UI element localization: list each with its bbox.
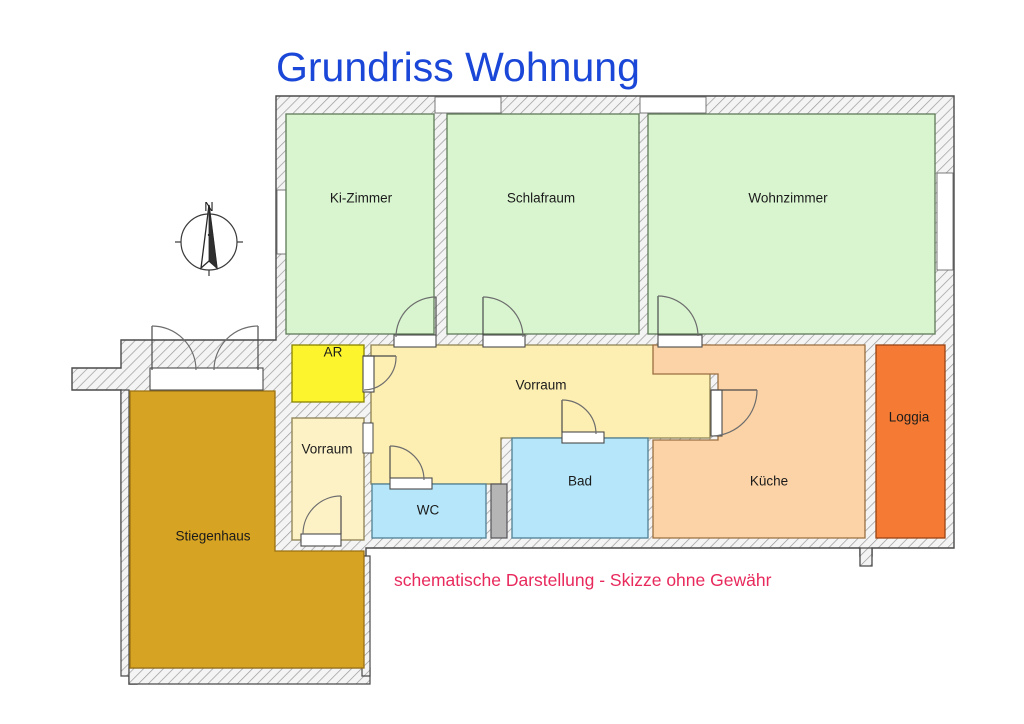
room-kueche[interactable] [652,344,866,539]
door-symbols [149,295,758,547]
door-wohnzimmer [657,295,703,348]
room-label-wohnzimmer: Wohnzimmer [748,191,828,206]
door-entrance-double [149,325,264,391]
room-label-schlafraum: Schlafraum [507,191,575,206]
room-areas [129,113,946,669]
wall-notch-bottom-right [859,547,873,567]
room-label-ki-zimmer: Ki-Zimmer [330,191,393,206]
door-schlafraum [482,296,526,348]
compass-north-label: N [204,199,213,214]
room-wohnzimmer[interactable] [647,113,936,335]
room-loggia[interactable] [875,344,946,539]
stairwell-left-wall [120,389,130,677]
shaft-duct [490,483,508,539]
room-labels: Ki-Zimmer Schlafraum Wohnzimmer AR Vorra… [175,191,929,544]
room-label-bad: Bad [568,474,592,489]
room-bad[interactable] [511,437,649,539]
window-top-2 [639,96,707,114]
door-kueche [710,389,758,437]
room-vorraum-small[interactable] [291,417,365,541]
door-vorraum-small [300,495,342,547]
window-right-wohnzimmer [936,172,954,271]
stairwell-bottom-wall [128,667,371,685]
opening-vorraum-connector [362,422,374,454]
door-bad [561,399,605,444]
room-ki-zimmer[interactable] [285,113,435,335]
door-ki-zimmer [393,296,437,348]
room-label-wc: WC [417,503,440,518]
room-label-stiegenhaus: Stiegenhaus [175,529,250,544]
page-subtitle: schematische Darstellung - Skizze ohne G… [394,570,772,590]
room-schlafraum[interactable] [446,113,640,335]
room-label-ar: AR [324,345,343,360]
page-title: Grundriss Wohnung [276,44,640,90]
north-arrow-icon: N [175,199,243,276]
door-ar [362,355,397,393]
room-stiegenhaus[interactable] [129,390,365,669]
room-label-loggia: Loggia [889,410,930,425]
room-label-vorraum-small: Vorraum [301,442,352,457]
room-label-kueche: Küche [750,474,788,489]
room-label-vorraum-main: Vorraum [515,378,566,393]
window-top-1 [434,96,502,114]
door-wc [389,445,433,490]
room-wc[interactable] [371,483,487,539]
